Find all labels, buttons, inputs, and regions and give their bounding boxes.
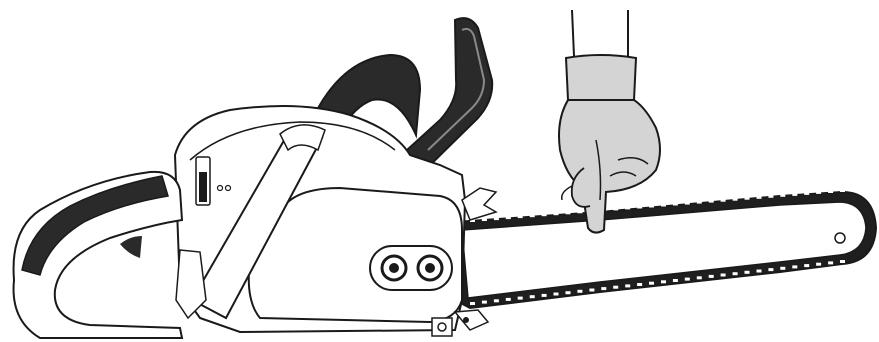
guide-bar xyxy=(454,189,878,310)
gloved-hand-icon xyxy=(558,9,661,234)
chain-link xyxy=(541,213,547,217)
bar-nose-rivet xyxy=(834,232,846,244)
chain-link xyxy=(768,268,774,272)
chain-link xyxy=(756,195,762,199)
chain-link xyxy=(470,302,475,305)
chain-link xyxy=(816,262,822,266)
chain-link xyxy=(732,197,738,201)
chain-link xyxy=(720,198,726,202)
chain-link xyxy=(649,281,654,285)
chain-teeth-top xyxy=(470,189,845,222)
chain-link xyxy=(517,296,523,300)
chain-link xyxy=(732,272,738,276)
chain-link xyxy=(577,210,583,214)
chain-link xyxy=(601,287,607,291)
chain-link xyxy=(553,212,559,216)
chain-link xyxy=(637,283,643,286)
chain-link xyxy=(756,269,762,273)
chain-link xyxy=(768,194,774,198)
chain-link xyxy=(840,260,845,263)
chain-link xyxy=(780,266,786,270)
chain-link xyxy=(589,288,595,292)
chain-link xyxy=(780,193,786,197)
chain-link xyxy=(541,293,547,297)
chain-link xyxy=(481,300,487,304)
chain-tensioner xyxy=(431,317,453,337)
chain-link xyxy=(816,190,822,194)
chain-link xyxy=(649,204,654,208)
chain-link xyxy=(625,206,631,210)
chain-link xyxy=(828,261,834,265)
chain-link xyxy=(565,291,571,295)
chain-link xyxy=(481,218,487,221)
rear-handle xyxy=(12,170,207,339)
chain-link xyxy=(470,219,475,222)
hand-guard xyxy=(384,17,494,192)
chain-link xyxy=(828,190,834,193)
chain-link xyxy=(493,299,499,303)
chain-link xyxy=(804,264,810,268)
chain-link xyxy=(613,285,619,289)
throttle-trigger xyxy=(120,236,142,258)
chain-link xyxy=(529,295,535,299)
chain-link xyxy=(720,273,726,277)
chain-link xyxy=(493,217,499,221)
chain-link xyxy=(529,214,535,218)
chain-link xyxy=(804,191,810,195)
chain-link xyxy=(696,200,702,204)
chain-teeth-bottom xyxy=(470,260,845,305)
chain-link xyxy=(696,276,702,280)
guide-bar-plate xyxy=(461,201,867,299)
chain-link xyxy=(577,289,583,293)
chain-link xyxy=(565,211,571,215)
chain-link xyxy=(672,202,678,206)
chain-link xyxy=(661,203,666,207)
chain-link xyxy=(613,207,619,211)
chain-link xyxy=(792,192,798,196)
chain-link xyxy=(637,205,643,209)
chain-link xyxy=(672,279,678,282)
chain-link xyxy=(505,297,511,301)
chain-link xyxy=(840,189,845,192)
chain-link xyxy=(553,292,559,296)
handle-bar-strip xyxy=(190,124,326,320)
chain-link xyxy=(505,216,511,220)
chain-link xyxy=(684,277,690,281)
chain-link xyxy=(708,274,714,278)
bucking-spike xyxy=(461,187,498,221)
chain-link xyxy=(792,265,798,269)
chain-link xyxy=(684,201,690,205)
chain-link xyxy=(708,199,714,203)
chain-link xyxy=(517,215,523,219)
chain-link xyxy=(744,196,750,200)
chain-link xyxy=(625,284,631,288)
chain-link xyxy=(744,270,750,274)
chain-link xyxy=(661,280,666,284)
